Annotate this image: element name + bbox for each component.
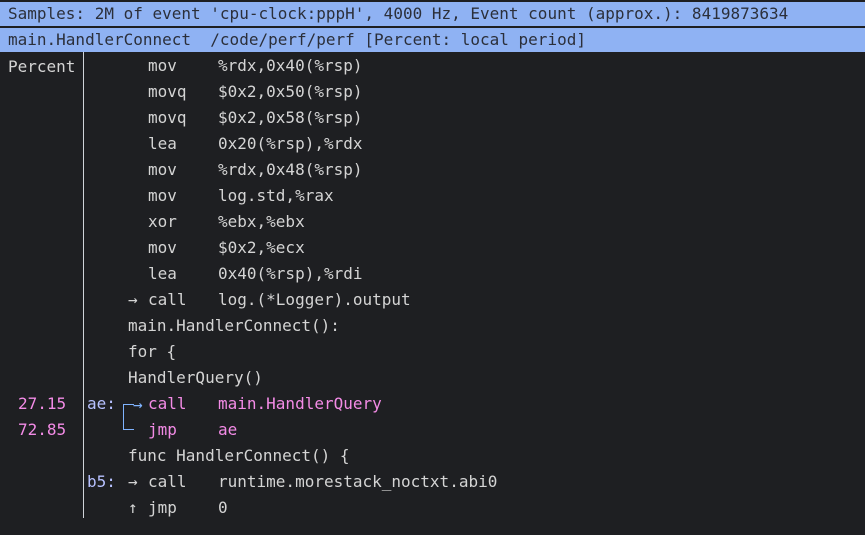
percent-value: 72.85 <box>18 420 67 439</box>
instruction-operands: 0x40(%rsp),%rdi <box>218 264 363 283</box>
instruction-operands: 0 <box>218 498 228 517</box>
instruction-operands: %ebx,%ebx <box>218 212 305 231</box>
instruction-operands: $0x2,%ecx <box>218 238 305 257</box>
instruction-mnemonic: movq <box>148 82 187 101</box>
branch-arrow-icon: → <box>128 290 138 309</box>
instruction-mnemonic: xor <box>148 212 177 231</box>
column-separator <box>83 52 84 518</box>
instruction-mnemonic: mov <box>148 56 177 75</box>
listing-row[interactable]: 27.15 ae: call main.HandlerQuery <box>0 391 865 417</box>
listing-row[interactable]: movq $0x2,0x58(%rsp) <box>0 105 865 131</box>
instruction-mnemonic: lea <box>148 264 177 283</box>
branch-arrow-icon: → <box>128 472 138 491</box>
source-line: for { <box>128 342 177 361</box>
instruction-operands: %rdx,0x48(%rsp) <box>218 160 363 179</box>
address-label: b5: <box>87 472 116 491</box>
instruction-mnemonic: call <box>148 290 187 309</box>
instruction-operands: $0x2,0x58(%rsp) <box>218 108 363 127</box>
instruction-operands: main.HandlerQuery <box>218 394 382 413</box>
header-line-samples: Samples: 2M of event 'cpu-clock:pppH', 4… <box>0 2 865 26</box>
jump-arrow-connector <box>123 404 134 430</box>
instruction-operands: runtime.morestack_noctxt.abi0 <box>218 472 498 491</box>
instruction-operands: %rdx,0x40(%rsp) <box>218 56 363 75</box>
address-label: ae: <box>87 394 116 413</box>
listing-row[interactable]: mov %rdx,0x48(%rsp) <box>0 157 865 183</box>
source-line: main.HandlerConnect(): <box>128 316 340 335</box>
instruction-operands: $0x2,0x50(%rsp) <box>218 82 363 101</box>
listing-row[interactable]: b5: → call runtime.morestack_noctxt.abi0 <box>0 469 865 495</box>
listing-row[interactable]: movq $0x2,0x50(%rsp) <box>0 79 865 105</box>
source-line: HandlerQuery() <box>128 368 263 387</box>
instruction-operands: log.(*Logger).output <box>218 290 411 309</box>
instruction-operands: 0x20(%rsp),%rdx <box>218 134 363 153</box>
percent-value: 27.15 <box>18 394 67 413</box>
source-line: func HandlerConnect() { <box>128 446 350 465</box>
jump-target-arrow-icon: → <box>133 395 143 414</box>
listing-row[interactable]: mov log.std,%rax <box>0 183 865 209</box>
listing-row[interactable]: mov %rdx,0x40(%rsp) <box>0 53 865 79</box>
instruction-mnemonic: mov <box>148 186 177 205</box>
instruction-mnemonic: mov <box>148 160 177 179</box>
header-function-text: main.HandlerConnect /code/perf/perf [Per… <box>8 30 586 49</box>
listing-row[interactable]: HandlerQuery() <box>0 365 865 391</box>
header-line-function: main.HandlerConnect /code/perf/perf [Per… <box>0 28 865 52</box>
instruction-mnemonic: call <box>148 394 187 413</box>
instruction-mnemonic: mov <box>148 238 177 257</box>
instruction-mnemonic: call <box>148 472 187 491</box>
instruction-mnemonic: jmp <box>148 420 177 439</box>
instruction-mnemonic: movq <box>148 108 187 127</box>
branch-arrow-icon: ↑ <box>128 498 138 517</box>
listing-row[interactable]: main.HandlerConnect(): <box>0 313 865 339</box>
listing-row[interactable]: ↑ jmp 0 <box>0 495 865 521</box>
instruction-operands: ae <box>218 420 238 439</box>
header-samples-text: Samples: 2M of event 'cpu-clock:pppH', 4… <box>8 4 789 23</box>
instruction-mnemonic: lea <box>148 134 177 153</box>
listing-row[interactable]: lea 0x40(%rsp),%rdi <box>0 261 865 287</box>
listing-row[interactable]: mov $0x2,%ecx <box>0 235 865 261</box>
instruction-operands: log.std,%rax <box>218 186 334 205</box>
listing-row[interactable]: func HandlerConnect() { <box>0 443 865 469</box>
percent-column-title: Percent <box>8 57 76 76</box>
listing-row[interactable]: xor %ebx,%ebx <box>0 209 865 235</box>
instruction-mnemonic: jmp <box>148 498 177 517</box>
listing-row[interactable]: lea 0x20(%rsp),%rdx <box>0 131 865 157</box>
listing-row[interactable]: 72.85 jmp ae <box>0 417 865 443</box>
listing-row[interactable]: for { <box>0 339 865 365</box>
listing-row[interactable]: → call log.(*Logger).output <box>0 287 865 313</box>
